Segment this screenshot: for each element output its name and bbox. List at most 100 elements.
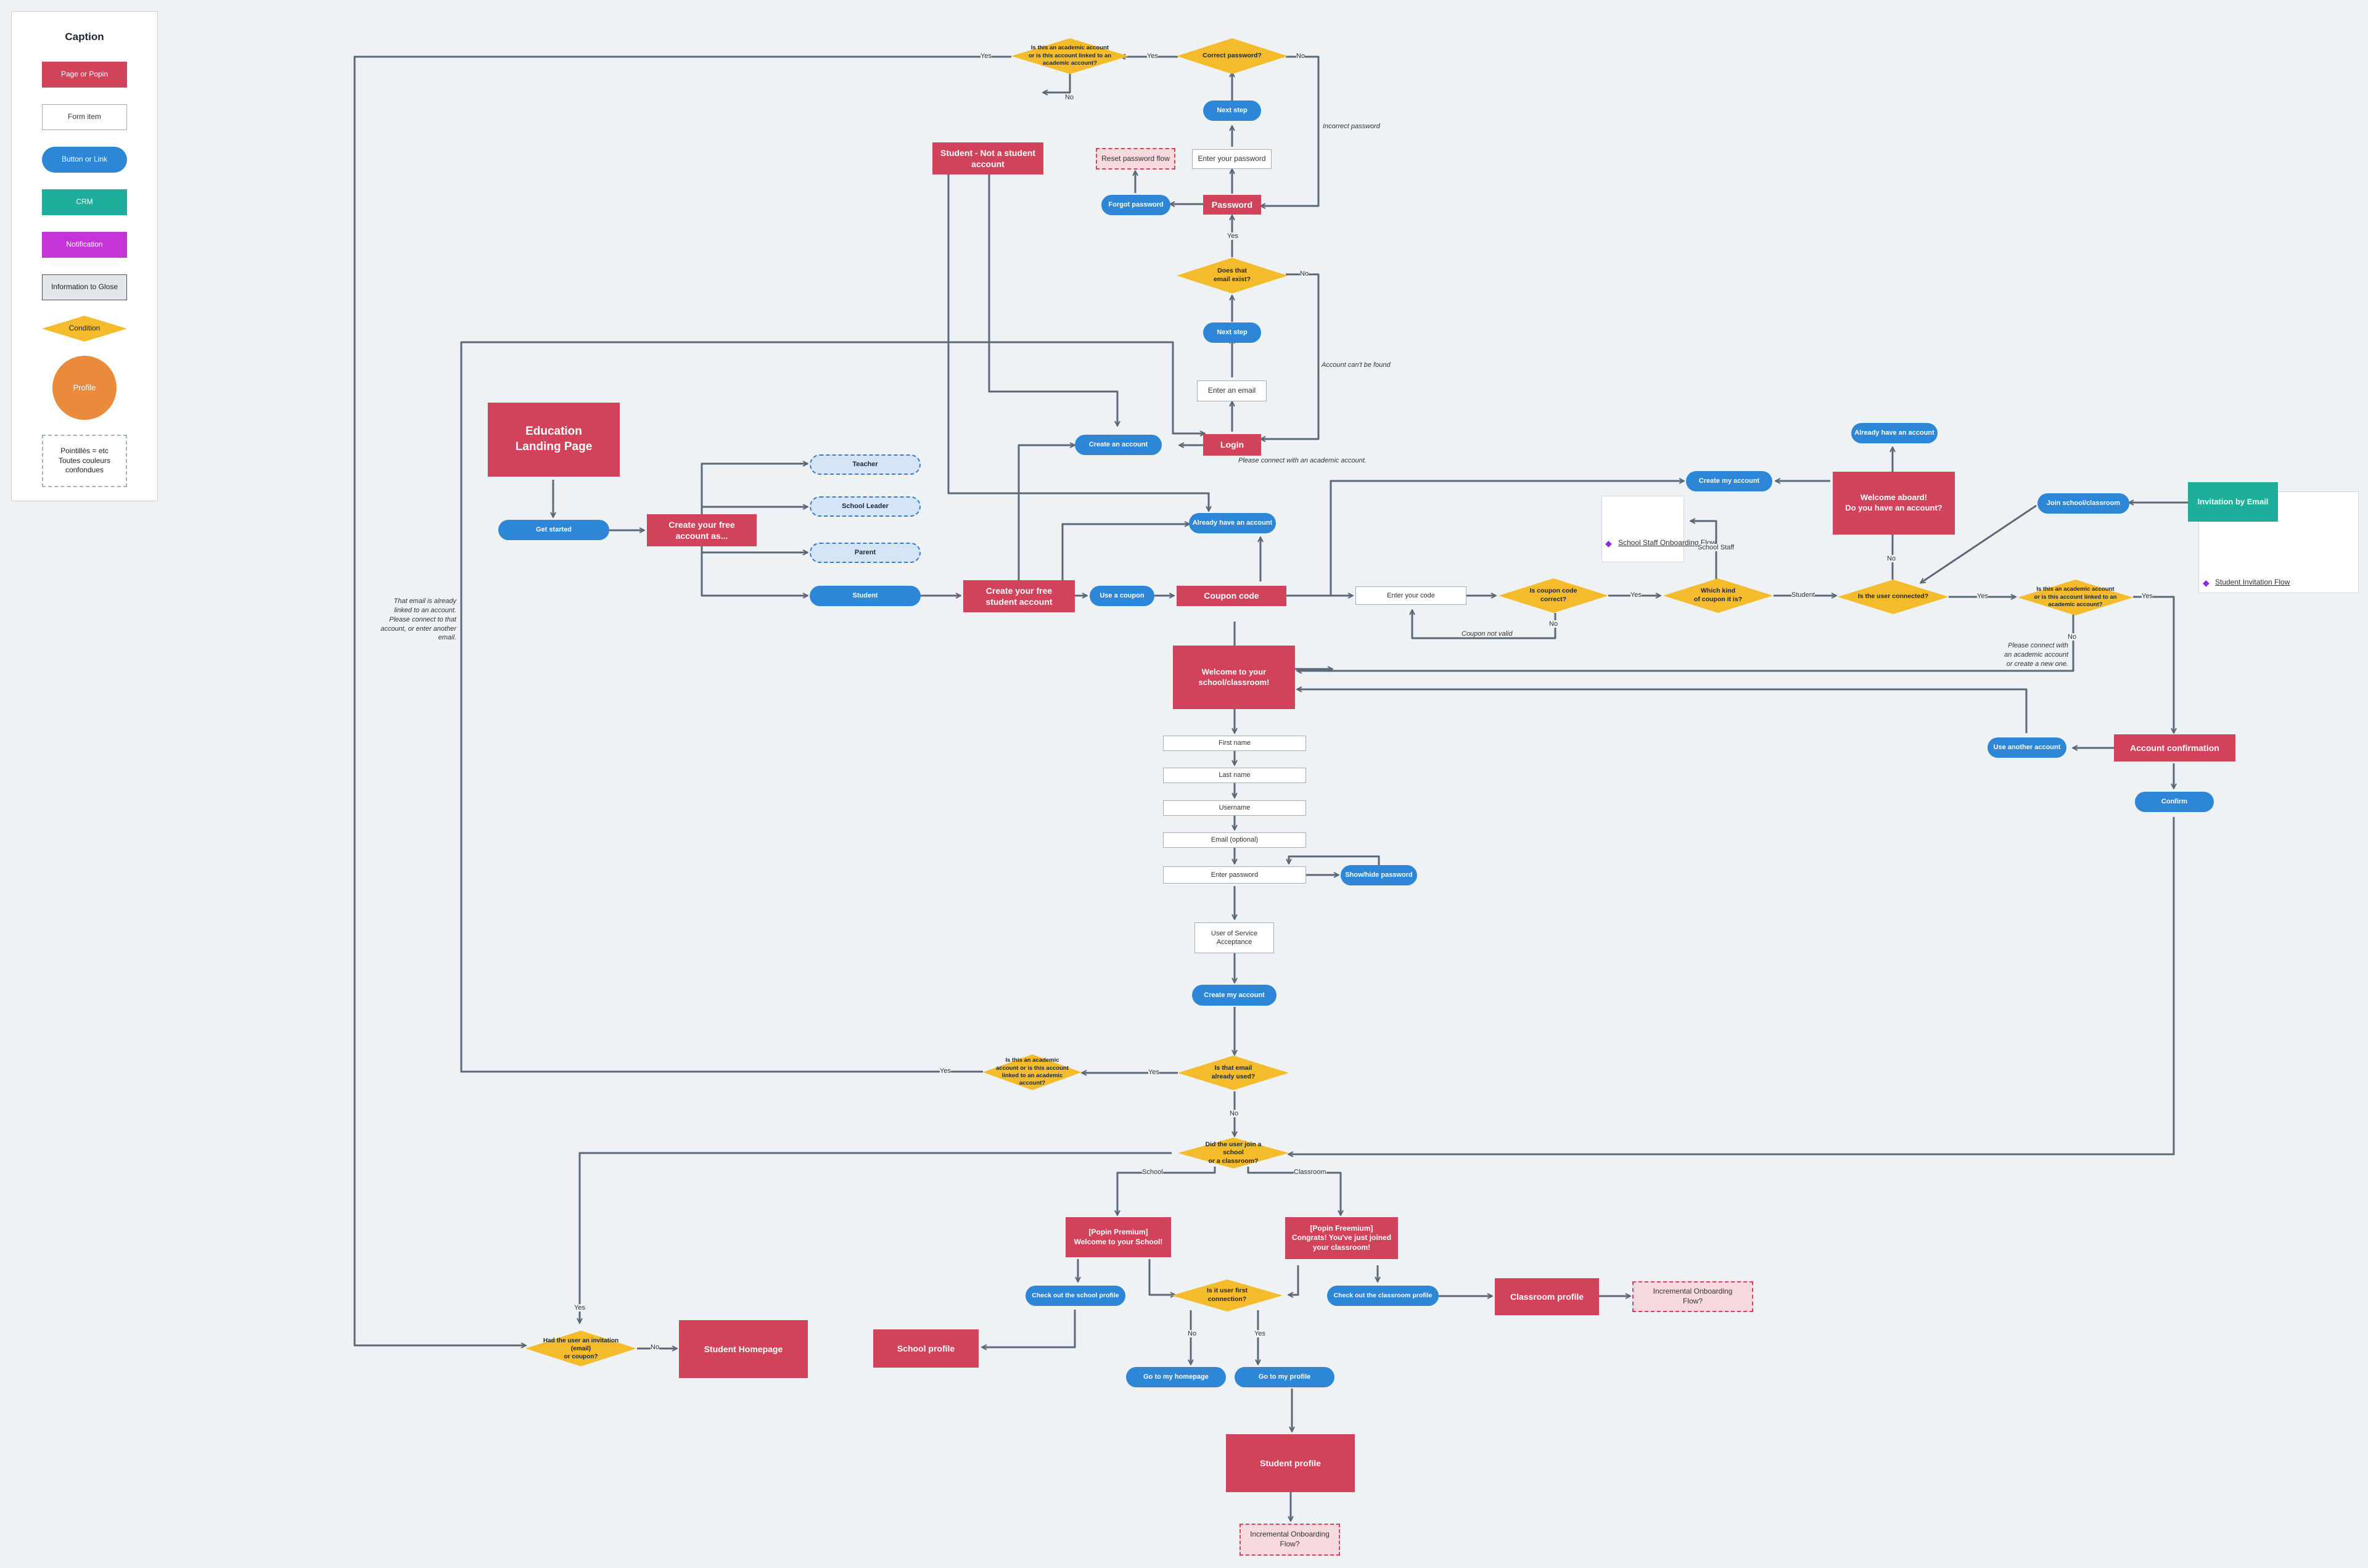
edge-label-yes: Yes [940, 1067, 951, 1075]
create-account-button[interactable]: Create an account [1075, 435, 1162, 455]
check-classroom-profile-button[interactable]: Check out the classroom profile [1327, 1286, 1439, 1306]
check-school-profile-button[interactable]: Check out the school profile [1026, 1286, 1125, 1306]
edge-label-no: No [1549, 620, 1558, 628]
legend-title: Caption [65, 31, 104, 43]
please-connect-note: Please connect with an academic account. [1238, 457, 1367, 464]
school-staff-flow-link[interactable]: School Staff Onboarding Flow [1618, 538, 1717, 547]
join-school-classroom-button[interactable]: Join school/classroom [2037, 493, 2129, 514]
welcome-aboard-page: Welcome aboard! Do you have an account? [1833, 472, 1955, 535]
email-used-condition: Is that email already used? [1178, 1056, 1289, 1090]
edge-label-yes: Yes [1147, 52, 1158, 60]
please-connect-or-create-note: Please connect with an academic account … [2004, 642, 2068, 668]
academic-account-condition-bottom: Is this an academic account or is this a… [983, 1054, 1082, 1090]
student-button[interactable]: Student [810, 586, 921, 606]
use-another-account-button[interactable]: Use another account [1988, 737, 2066, 758]
edge-label-no: No [1296, 52, 1305, 60]
edge-label-no: No [1887, 555, 1896, 562]
reset-password-flow: Reset password flow [1096, 148, 1175, 170]
incremental-onboarding-flow-student: Incremental Onboarding Flow? [1240, 1524, 1340, 1556]
academic-account-condition-right: Is this an academic account or is this a… [2018, 580, 2133, 615]
use-coupon-button[interactable]: Use a coupon [1090, 586, 1154, 606]
login-page: Login [1203, 434, 1261, 456]
edge-label-no: No [2068, 633, 2077, 641]
username-field[interactable]: Username [1163, 800, 1306, 816]
education-landing-page: Education Landing Page [488, 403, 620, 477]
create-student-account-page: Create your free student account [963, 580, 1075, 612]
student-profile-page: Student profile [1226, 1434, 1355, 1492]
coupon-not-valid-label: Coupon not valid [1462, 630, 1513, 638]
email-linked-note: That email is already linked to an accou… [380, 597, 456, 642]
flow-link-icon: ◆ [1605, 538, 1612, 548]
join-school-classroom-condition: Did the user join a school or a classroo… [1178, 1138, 1289, 1168]
create-my-account-button[interactable]: Create my account [1192, 985, 1276, 1006]
popin-premium: [Popin Premium] Welcome to your School! [1066, 1217, 1171, 1257]
legend-button: Button or Link [42, 147, 127, 173]
create-free-account-page: Create your free account as... [647, 514, 757, 546]
edge-label-student: Student [1791, 591, 1815, 599]
incremental-onboarding-flow-classroom: Incremental Onboarding Flow? [1632, 1281, 1753, 1312]
password-page: Password [1203, 195, 1261, 215]
school-leader-option[interactable]: School Leader [810, 496, 921, 517]
legend-information: Information to Glose [42, 274, 127, 300]
first-connection-condition: Is it user first connection? [1172, 1279, 1283, 1311]
invitation-by-email-crm: Invitation by Email [2188, 482, 2278, 522]
welcome-school-page: Welcome to your school/classroom! [1173, 646, 1295, 709]
coupon-kind-condition: Which kind of coupon it is? [1663, 578, 1773, 613]
first-name-field[interactable]: First name [1163, 736, 1306, 751]
enter-code-field[interactable]: Enter your code [1355, 586, 1466, 605]
legend-crm: CRM [42, 189, 127, 215]
coupon-correct-condition: Is coupon code correct? [1498, 578, 1608, 613]
create-my-account-top-button[interactable]: Create my account [1686, 471, 1772, 491]
edge-label-yes: Yes [1148, 1069, 1159, 1076]
already-have-account-button[interactable]: Already have an account [1189, 513, 1276, 533]
go-profile-button[interactable]: Go to my profile [1235, 1367, 1334, 1387]
enter-password-field[interactable]: Enter password [1163, 866, 1306, 884]
legend-dashed: Pointillés = etc Toutes couleurs confond… [42, 435, 127, 487]
go-homepage-button[interactable]: Go to my homepage [1126, 1367, 1226, 1387]
teacher-option[interactable]: Teacher [810, 454, 921, 475]
enter-email-field[interactable]: Enter an email [1197, 380, 1267, 401]
edge-label-no: No [651, 1344, 660, 1351]
enter-password-field-login[interactable]: Enter your password [1192, 149, 1272, 169]
legend-notification: Notification [42, 232, 127, 258]
email-optional-field[interactable]: Email (optional) [1163, 832, 1306, 848]
student-invitation-flow-link[interactable]: Student Invitation Flow [2215, 578, 2290, 586]
show-hide-password-button[interactable]: Show/hide password [1341, 865, 1417, 885]
popin-freemium: [Popin Freemium] Congrats! You've just j… [1285, 1217, 1398, 1259]
academic-account-condition-top: Is this an academic account or is this a… [1011, 38, 1128, 74]
student-homepage-page: Student Homepage [679, 1320, 808, 1378]
coupon-code-page: Coupon code [1177, 586, 1286, 606]
legend-profile: Profile [52, 356, 117, 420]
edge-label-yes: Yes [574, 1304, 585, 1311]
next-step-password-button[interactable]: Next step [1203, 101, 1261, 121]
account-not-found-note: Account can't be found [1322, 361, 1391, 369]
confirm-button[interactable]: Confirm [2135, 792, 2214, 812]
edge-label-yes: Yes [980, 52, 992, 60]
edge-label-yes: Yes [1254, 1330, 1265, 1337]
next-step-button[interactable]: Next step [1203, 322, 1261, 343]
edge-label-yes: Yes [2142, 593, 2153, 600]
flow-link-icon: ◆ [2203, 578, 2210, 588]
edge-label-school-staff: School Staff [1698, 544, 1735, 551]
legend-condition: Condition [42, 316, 127, 342]
school-staff-card[interactable] [1601, 496, 1684, 562]
already-have-account-top-button[interactable]: Already have an account [1851, 423, 1938, 443]
get-started-button[interactable]: Get started [498, 520, 609, 540]
correct-password-condition: Correct password? [1177, 38, 1288, 74]
last-name-field[interactable]: Last name [1163, 768, 1306, 783]
email-exist-condition: Does that email exist? [1177, 258, 1288, 293]
account-confirmation-page: Account confirmation [2114, 734, 2235, 761]
classroom-profile-page: Classroom profile [1495, 1278, 1599, 1315]
forgot-password-button[interactable]: Forgot password [1101, 195, 1170, 215]
edge-label-yes: Yes [1630, 591, 1642, 599]
parent-option[interactable]: Parent [810, 543, 921, 563]
edge-label-yes: Yes [1977, 593, 1988, 600]
edge-label-no: No [1065, 94, 1074, 101]
incorrect-password-note: Incorrect password [1323, 123, 1380, 130]
terms-of-service-checkbox[interactable]: User of Service Acceptance [1194, 922, 1274, 953]
edge-label-yes: Yes [1227, 232, 1238, 240]
edge-label-no: No [1230, 1110, 1239, 1117]
edge-label-no: No [1188, 1330, 1197, 1337]
legend-form-item: Form item [42, 104, 127, 130]
